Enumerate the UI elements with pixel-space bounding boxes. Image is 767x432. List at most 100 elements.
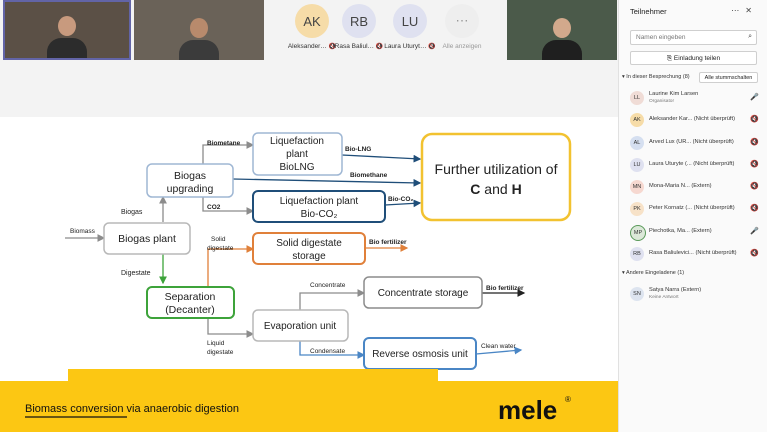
avatar: MN <box>630 180 644 195</box>
participant-list: LL Laurine Kim Larsen Organisator 🎤 AK A… <box>618 87 767 265</box>
participant-name: Arved Lux (UR... (Nicht überprüft) <box>649 138 734 145</box>
svg-text:Biogas plant: Biogas plant <box>118 233 176 245</box>
participant-row[interactable]: RB Rasa Baliulevici... (Nicht überprüft)… <box>618 243 767 265</box>
video-feed-3[interactable] <box>507 0 617 60</box>
participant-row[interactable]: LU Laura Uturyte (... (Nicht überprüft) … <box>618 154 767 176</box>
participant-row[interactable]: SN Satya Narra (Extern) Keine Antwort <box>618 283 767 305</box>
tile-name: Alle anzeigen <box>442 43 482 50</box>
more-options-icon[interactable]: ⋯ <box>731 6 746 15</box>
box-biogas-upgrading: Biogas upgrading <box>146 163 234 198</box>
more-icon: ⋯ <box>445 4 479 38</box>
box-solid-digestate-storage: Solid digestate storage <box>252 232 366 265</box>
label-biometane: Biometane <box>207 140 241 147</box>
avatar: AK <box>630 113 644 128</box>
participant-name: Rasa Baliulevici... (Nicht überprüft) <box>649 250 737 257</box>
panel-actions[interactable]: ⋯✕ <box>731 6 758 15</box>
label-bio-fertilizer-1: Bio fertilizer <box>369 239 407 246</box>
svg-text:Evaporation unit: Evaporation unit <box>264 321 336 332</box>
svg-text:Solid digestate: Solid digestate <box>276 238 342 249</box>
participant-search-input[interactable]: Namen eingeben ⌕ <box>630 30 757 45</box>
box-reverse-osmosis: Reverse osmosis unit <box>363 337 477 370</box>
svg-text:Biogas: Biogas <box>174 170 206 182</box>
avatar: AK <box>295 4 329 38</box>
participant-row[interactable]: PK Peter Kornatz (... (Nicht überprüft) … <box>618 198 767 220</box>
share-invite-button[interactable]: ⎘ Einladung teilen <box>630 51 757 65</box>
label-digestate: Digestate <box>121 270 151 277</box>
shared-slide: Biogas upgrading Biogas plant Liquefacti… <box>0 117 618 432</box>
label-bio-co2: Bio-CO₂ <box>388 196 413 203</box>
svg-text:Bio-CO₂: Bio-CO₂ <box>301 209 338 220</box>
avatar: LU <box>393 4 427 38</box>
label-solid-digestate-1: Solid <box>211 236 226 243</box>
avatar: SN <box>630 287 644 301</box>
tile-name: Aleksander… <box>287 43 327 50</box>
label-bio-lng: Bio-LNG <box>345 146 371 153</box>
participant-tile[interactable]: LU Laura Uturyt… 🔇 <box>380 4 440 50</box>
participant-name: Peter Kornatz (... (Nicht überprüft) <box>649 205 735 212</box>
avatar: RB <box>342 4 376 38</box>
participant-row[interactable]: AL Arved Lux (UR... (Nicht überprüft) 🔇 <box>618 132 767 154</box>
svg-text:Liquefaction: Liquefaction <box>270 136 324 147</box>
participant-figure <box>47 16 87 58</box>
avatar: AL <box>630 135 644 150</box>
label-bio-fertilizer-2: Bio fertilizer <box>486 285 524 292</box>
participant-name: Mona-Maria N... (Extern) <box>649 183 712 190</box>
svg-text:upgrading: upgrading <box>167 183 214 195</box>
mic-off-icon: 🔇 <box>750 250 759 258</box>
participant-name: Laura Uturyte (... (Nicht überprüft) <box>649 160 735 167</box>
participant-name: Satya Narra (Extern) <box>649 287 702 293</box>
participant-row[interactable]: MN Mona-Maria N... (Extern) 🔇 <box>618 176 767 198</box>
mic-off-icon: 🔇 <box>750 205 759 213</box>
registered-mark: ® <box>565 395 571 404</box>
invited-list: SN Satya Narra (Extern) Keine Antwort <box>618 283 767 305</box>
avatar: PK <box>630 202 644 217</box>
video-feed-1[interactable] <box>3 0 131 60</box>
tile-name: Rasa Baliul… <box>334 43 375 50</box>
participant-status: Keine Antwort <box>649 295 679 300</box>
svg-text:Liquefaction plant: Liquefaction plant <box>280 196 359 207</box>
box-liquefaction-bioco2: Liquefaction plant Bio-CO₂ <box>252 190 386 223</box>
participant-tile[interactable]: RB Rasa Baliul… 🔇 <box>329 4 389 50</box>
mic-off-icon: 🔇 <box>375 44 384 50</box>
box-liquefaction-biolng: Liquefaction plant BioLNG <box>252 132 343 176</box>
box-biogas-plant: Biogas plant <box>103 222 191 255</box>
label-liquid-1: Liquid <box>207 340 225 347</box>
svg-text:storage: storage <box>292 251 326 262</box>
mic-off-icon: 🔇 <box>328 44 337 50</box>
svg-text:Reverse osmosis unit: Reverse osmosis unit <box>372 349 468 360</box>
share-icon: ⎘ <box>666 55 673 62</box>
label-condensate: Condensate <box>310 348 345 355</box>
show-all-tile[interactable]: ⋯ Alle anzeigen <box>432 4 492 50</box>
participant-row[interactable]: MP Piechotka, Ma... (Extern) 🎤 <box>618 221 767 243</box>
box-further-utilization: Further utilization of C and H <box>420 132 572 222</box>
participant-row[interactable]: LL Laurine Kim Larsen Organisator 🎤 <box>618 87 767 109</box>
avatar: LL <box>630 91 644 105</box>
participant-figure <box>179 18 219 60</box>
mic-off-icon: 🔇 <box>750 183 759 191</box>
svg-text:Separation: Separation <box>165 291 216 303</box>
close-icon[interactable]: ✕ <box>745 6 758 15</box>
search-icon: ⌕ <box>748 33 752 40</box>
video-feed-2[interactable] <box>134 0 264 60</box>
label-concentrate: Concentrate <box>310 282 346 289</box>
mic-on-icon: 🎤 <box>750 227 759 235</box>
mic-off-icon: 🔇 <box>750 116 759 124</box>
label-solid-digestate-2: digestate <box>207 245 234 252</box>
tile-name: Laura Uturyt… <box>384 43 427 50</box>
avatar: MP <box>630 224 646 241</box>
box-evaporation-unit: Evaporation unit <box>252 309 349 342</box>
avatar: RB <box>630 247 644 262</box>
panel-title: Teilnehmer <box>630 7 667 16</box>
section-in-meeting[interactable]: ▾ In dieser Besprechung (8) <box>622 74 690 80</box>
section-invited[interactable]: ▾ Andere Eingeladene (1) <box>622 270 685 276</box>
mic-off-icon: 🔇 <box>750 160 759 168</box>
participant-tile[interactable]: AK Aleksander… 🔇 <box>282 4 342 50</box>
mute-all-button[interactable]: Alle stummschalten <box>699 72 758 83</box>
participant-figure <box>542 18 582 60</box>
box-concentrate-storage: Concentrate storage <box>363 276 483 309</box>
label-biomethane: Biomethane <box>350 172 388 179</box>
label-biomass: Biomass <box>70 228 96 235</box>
participant-row[interactable]: AK Aleksander Kar... (Nicht überprüft) 🔇 <box>618 109 767 131</box>
meeting-stage: AK Aleksander… 🔇 RB Rasa Baliul… 🔇 LU La… <box>0 0 618 432</box>
svg-text:Concentrate storage: Concentrate storage <box>378 288 469 299</box>
